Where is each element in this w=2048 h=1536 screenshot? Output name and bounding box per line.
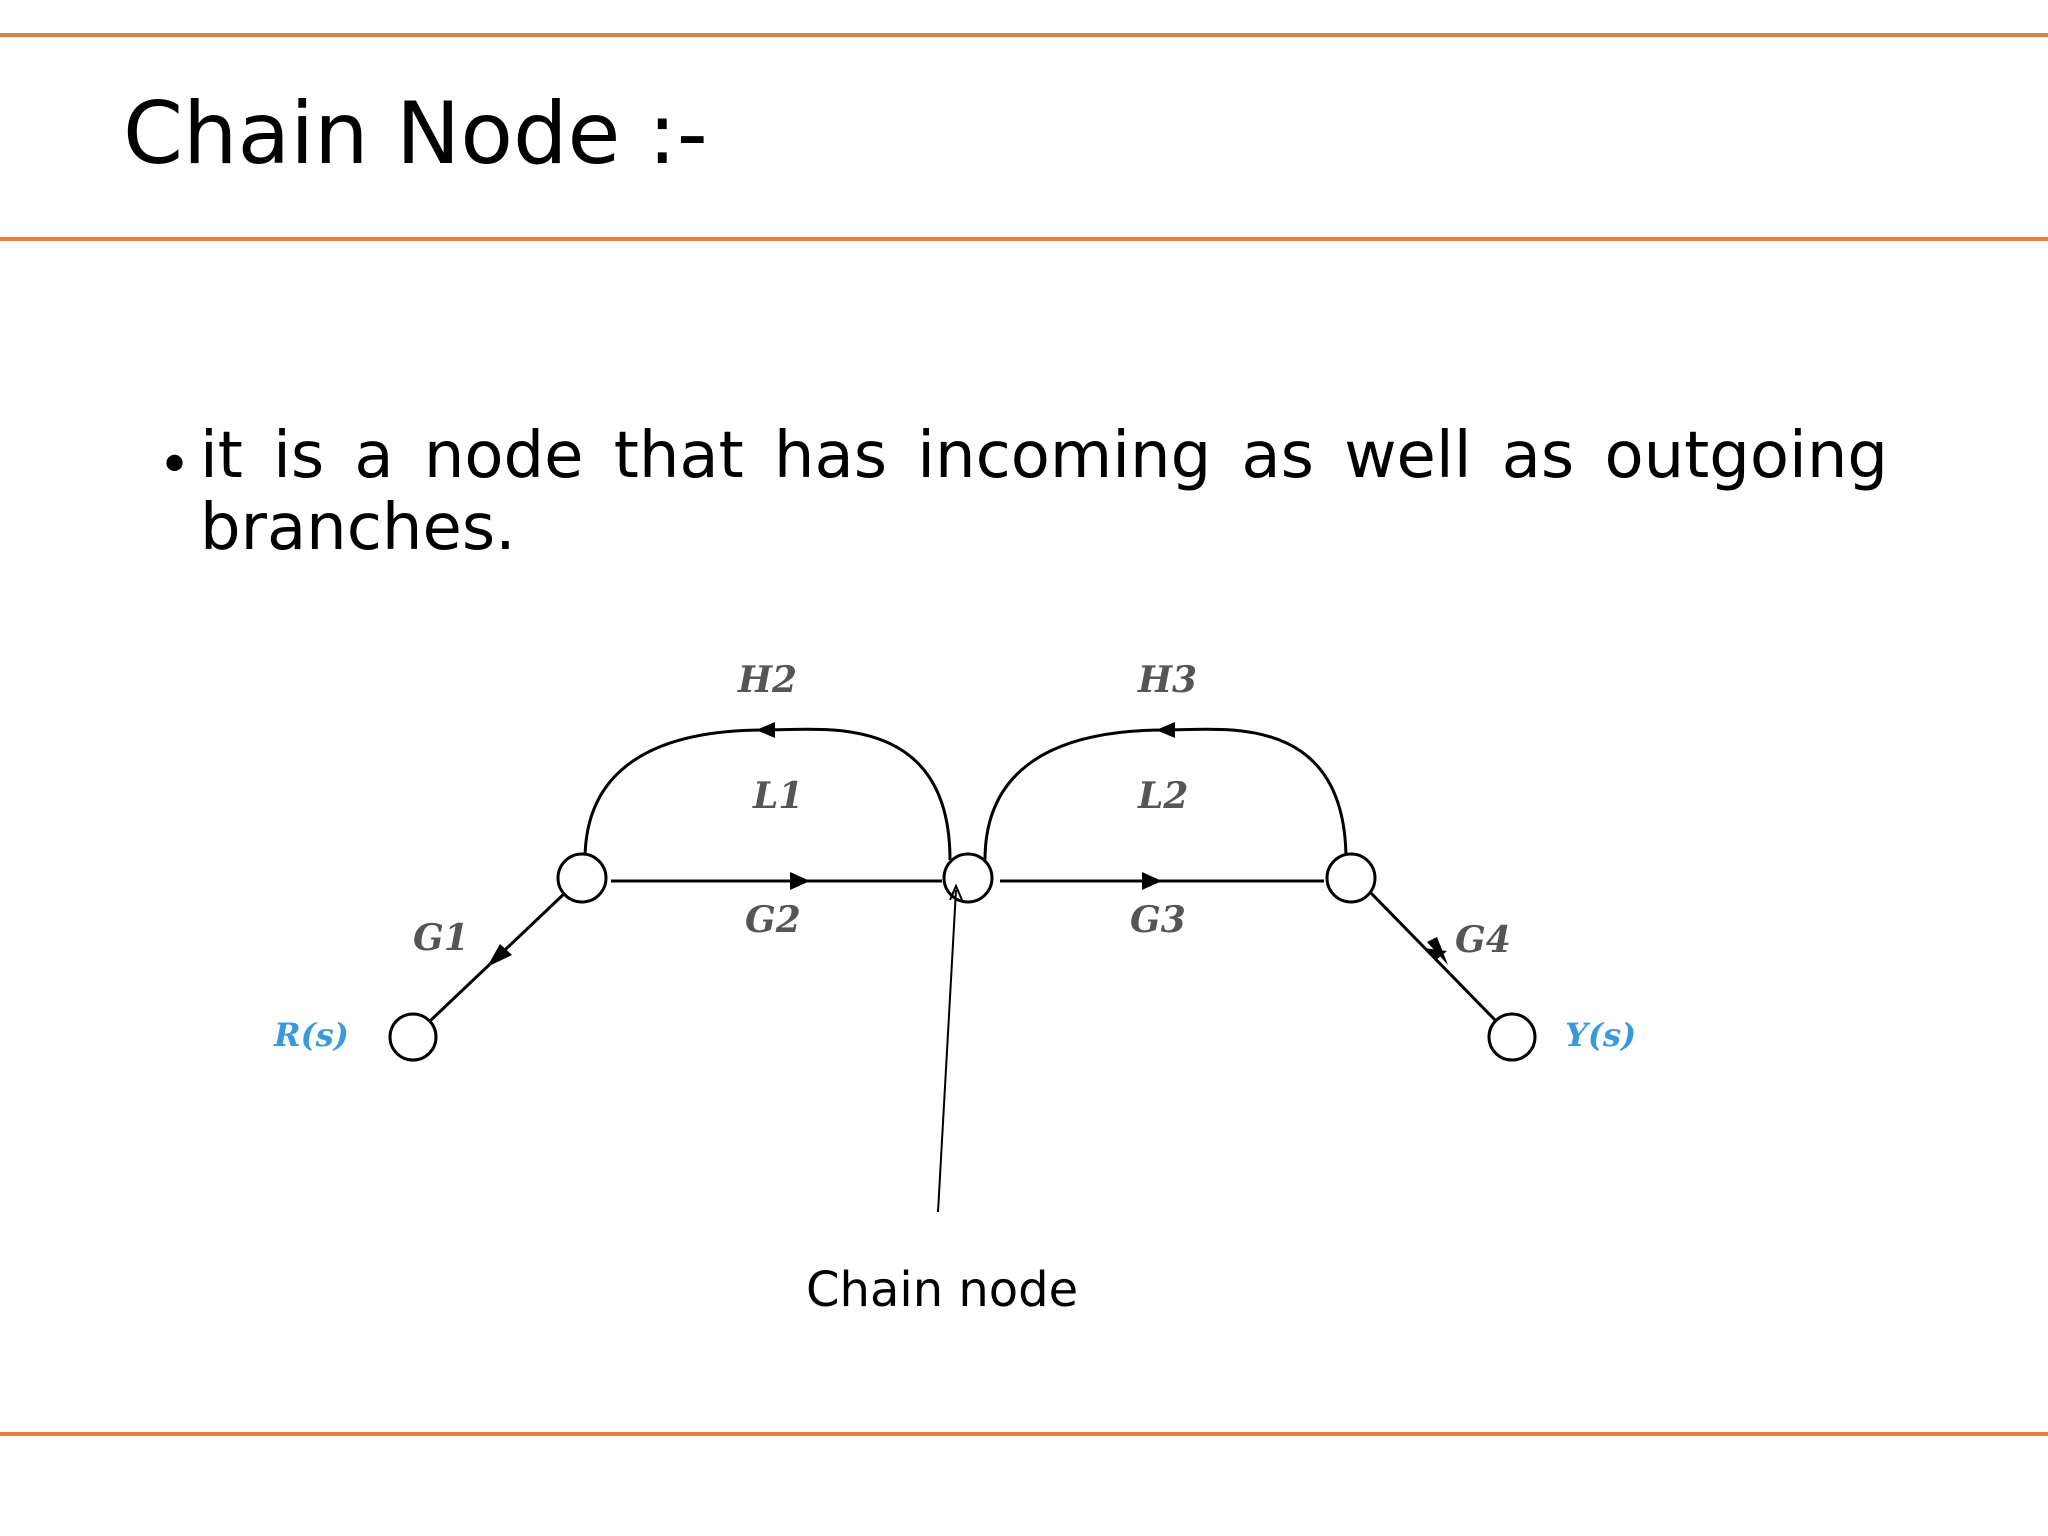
label-l2: L2 <box>1137 775 1188 817</box>
label-h2: H2 <box>737 659 797 701</box>
label-g3: G3 <box>1130 899 1186 941</box>
node-1 <box>556 852 608 904</box>
input-label: R(s) <box>273 1016 349 1054</box>
callout-pointer-head <box>949 883 963 901</box>
output-label: Y(s) <box>1565 1016 1636 1054</box>
label-l1: L1 <box>752 775 803 817</box>
label-g1: G1 <box>413 917 469 959</box>
chain-node-callout: Chain node <box>806 1262 1078 1318</box>
node-output <box>1487 1012 1537 1062</box>
label-h3: H3 <box>1137 659 1197 701</box>
label-g2: G2 <box>745 899 801 941</box>
node-input <box>388 1012 438 1062</box>
top-divider <box>0 33 2048 37</box>
node-3 <box>1325 852 1377 904</box>
callout-pointer <box>937 889 957 1213</box>
label-g4: G4 <box>1455 919 1511 961</box>
bottom-divider <box>0 1432 2048 1436</box>
slide-title: Chain Node :- <box>123 84 708 184</box>
bullet-item: • it is a node that has incoming as well… <box>158 420 1888 564</box>
arrow-g4-head <box>1427 937 1448 965</box>
title-divider <box>0 237 2048 241</box>
arrow-h2 <box>756 722 775 738</box>
arrow-h3 <box>1156 722 1175 738</box>
arrow-g3 <box>1142 872 1162 890</box>
arrow-g1 <box>487 944 512 967</box>
arrow-g2 <box>790 872 810 890</box>
bullet-text: it is a node that has incoming as well a… <box>200 419 1888 565</box>
bullet-icon: • <box>158 433 192 498</box>
